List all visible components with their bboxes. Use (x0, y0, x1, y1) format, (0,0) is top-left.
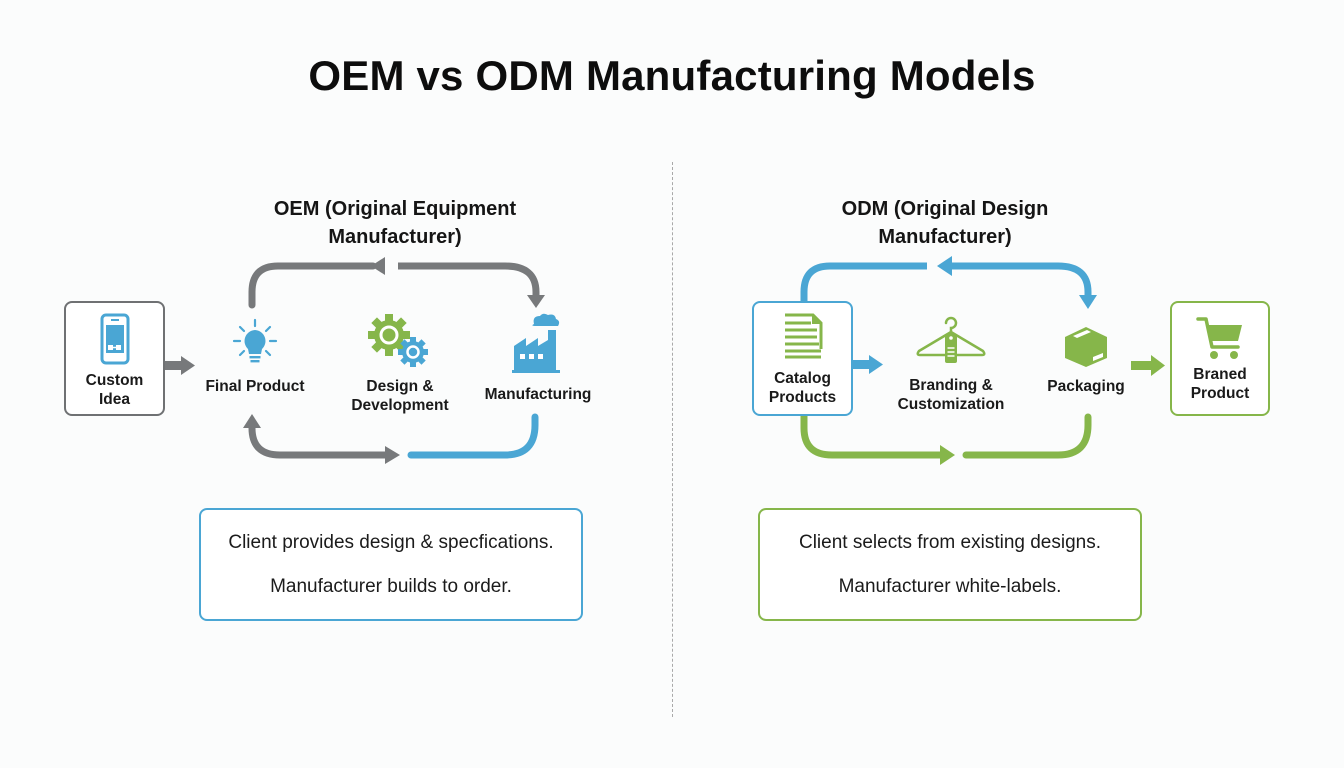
node-branded-product: Braned Product (1170, 301, 1270, 416)
oem-info-box: Client provides design & specfications. … (199, 508, 583, 621)
factory-icon (512, 313, 560, 373)
odm-info-line2: Manufacturer white-labels. (838, 575, 1062, 597)
box-icon (1065, 327, 1107, 367)
odm-top-arrowhead-left (937, 256, 952, 276)
branded-product-label: Braned Product (1190, 366, 1250, 402)
section-divider (672, 162, 673, 717)
oem-bottom-arrowhead-up (243, 414, 261, 428)
oem-title-line2: Manufacturer) (328, 226, 462, 248)
page-title: OEM vs ODM Manufacturing Models (308, 52, 1036, 99)
oem-bottom-blue-segment (407, 413, 539, 459)
node-final-product: Final Product (190, 318, 320, 396)
oem-bottom-gray-arrow (248, 427, 386, 459)
oem-title-line1: OEM (Original Equipment (273, 198, 517, 220)
odm-catalog-arrowhead (869, 355, 883, 374)
oem-bottom-arrowhead-right (385, 446, 400, 464)
odm-packaging-arrowhead (1151, 355, 1165, 376)
odm-title-line1: ODM (Original Design (841, 198, 1049, 220)
odm-top-arrow-right-segment (950, 262, 1092, 296)
final-product-label: Final Product (205, 378, 305, 395)
oem-top-arrow-right-segment (398, 262, 540, 296)
packaging-label: Packaging (1047, 378, 1125, 395)
smartphone-icon (100, 313, 129, 365)
odm-bottom-green-right (962, 413, 1092, 459)
odm-info-box: Client selects from existing designs. Ma… (758, 508, 1142, 621)
oem-top-arrowhead-left (371, 257, 385, 275)
lightbulb-icon (232, 318, 278, 363)
odm-bottom-green-left (800, 416, 940, 459)
catalog-document-icon (784, 313, 822, 359)
oem-section-title: OEM (Original Equipment Manufacturer) (195, 195, 595, 251)
odm-packaging-arrow-shaft (1131, 361, 1152, 370)
node-manufacturing: Manufacturing (474, 312, 602, 404)
odm-top-arrowhead-down (1079, 295, 1097, 309)
oem-top-arrowhead-down (527, 295, 545, 308)
shopping-cart-icon (1196, 317, 1242, 359)
catalog-products-label: Catalog Products (768, 370, 837, 406)
odm-section-title: ODM (Original Design Manufacturer) (745, 195, 1145, 251)
branding-customization-label: Branding & Customization (897, 377, 1005, 413)
node-packaging: Packaging (1036, 326, 1136, 396)
manufacturing-label: Manufacturing (484, 386, 592, 403)
node-custom-idea: Custom Idea (64, 301, 165, 416)
node-catalog-products: Catalog Products (752, 301, 853, 416)
hanger-tag-icon (916, 316, 986, 363)
oem-info-line2: Manufacturer builds to order. (270, 575, 512, 597)
custom-idea-label: Custom Idea (85, 372, 144, 408)
node-branding-customization: Branding & Customization (880, 313, 1022, 414)
oem-entry-arrowhead (181, 356, 195, 375)
odm-title-line2: Manufacturer) (878, 226, 1012, 248)
oem-top-arrow-left-segment (248, 262, 377, 309)
odm-catalog-arrow-shaft (853, 360, 870, 369)
oem-entry-arrow-shaft (165, 361, 182, 370)
odm-top-arrow-left-segment (800, 262, 927, 302)
design-development-label: Design & Development (351, 378, 449, 414)
gears-icon (368, 314, 428, 367)
odm-info-line1: Client selects from existing designs. (798, 531, 1101, 553)
odm-bottom-arrowhead-right (940, 445, 955, 465)
oem-info-line1: Client provides design & specfications. (228, 531, 554, 553)
node-design-development: Design & Development (335, 310, 465, 415)
